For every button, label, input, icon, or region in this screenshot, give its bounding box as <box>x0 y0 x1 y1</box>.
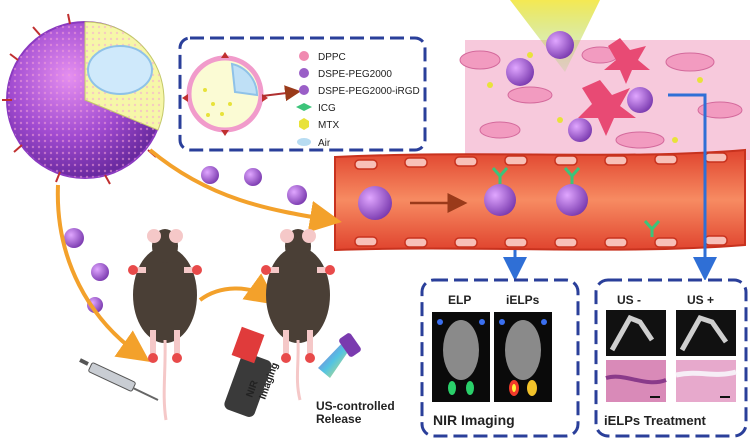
dppc-icon <box>299 51 309 61</box>
nir-imaging-caption: NIR Imaging <box>433 412 515 428</box>
treatment-panel: US - US + iELPs Treatment <box>594 278 748 438</box>
receptor-icons <box>491 167 661 237</box>
legend-icg-label: ICG <box>318 103 336 114</box>
dspe-peg-icon <box>299 68 309 78</box>
legend-air-label: Air <box>318 138 331 149</box>
inflamed-tissue <box>459 40 750 160</box>
ultrasound-transducer: US-controlled Release <box>316 333 395 426</box>
orange-flow-arrows <box>55 148 342 362</box>
legend-dspe-peg-label: DSPE-PEG2000 <box>318 69 392 80</box>
elp-label: ELP <box>448 293 471 307</box>
microbubble-large <box>2 13 165 185</box>
tissue-microbubbles <box>506 31 653 142</box>
mtx-icon <box>299 118 309 130</box>
us-label-2: Release <box>316 412 362 426</box>
blue-flow-arrows <box>503 93 717 281</box>
nir-imaging-device: NIR Imaging <box>224 326 281 417</box>
vessel-microbubbles <box>358 184 588 220</box>
us-plus-label: US + <box>687 293 714 307</box>
legend-mtx-label: MTX <box>318 120 339 131</box>
icg-icon <box>296 103 312 111</box>
dspe-peg-irgd-icon <box>299 85 309 95</box>
treatment-caption: iELPs Treatment <box>604 413 707 428</box>
nir-imaging-panel: ELP iELPs NIR Imaging <box>420 278 580 438</box>
legend-dspe-peg-irgd-label: DSPE-PEG2000-iRGD <box>318 86 420 97</box>
mouse-right <box>261 229 335 401</box>
free-microbubbles <box>64 166 307 313</box>
us-label-1: US-controlled <box>316 399 395 413</box>
mouse-left <box>128 229 202 421</box>
burst-sites <box>578 38 650 136</box>
air-icon <box>297 138 311 146</box>
legend-dppc-label: DPPC <box>318 52 346 63</box>
legend-panel: DPPC DSPE-PEG2000 DSPE-PEG2000-iRGD ICG … <box>178 36 427 152</box>
us-minus-label: US - <box>617 293 641 307</box>
ielps-label: iELPs <box>506 293 540 307</box>
syringe-icon <box>79 358 159 401</box>
liposome-cross-section-icon <box>182 52 268 136</box>
blood-vessel <box>334 148 746 252</box>
